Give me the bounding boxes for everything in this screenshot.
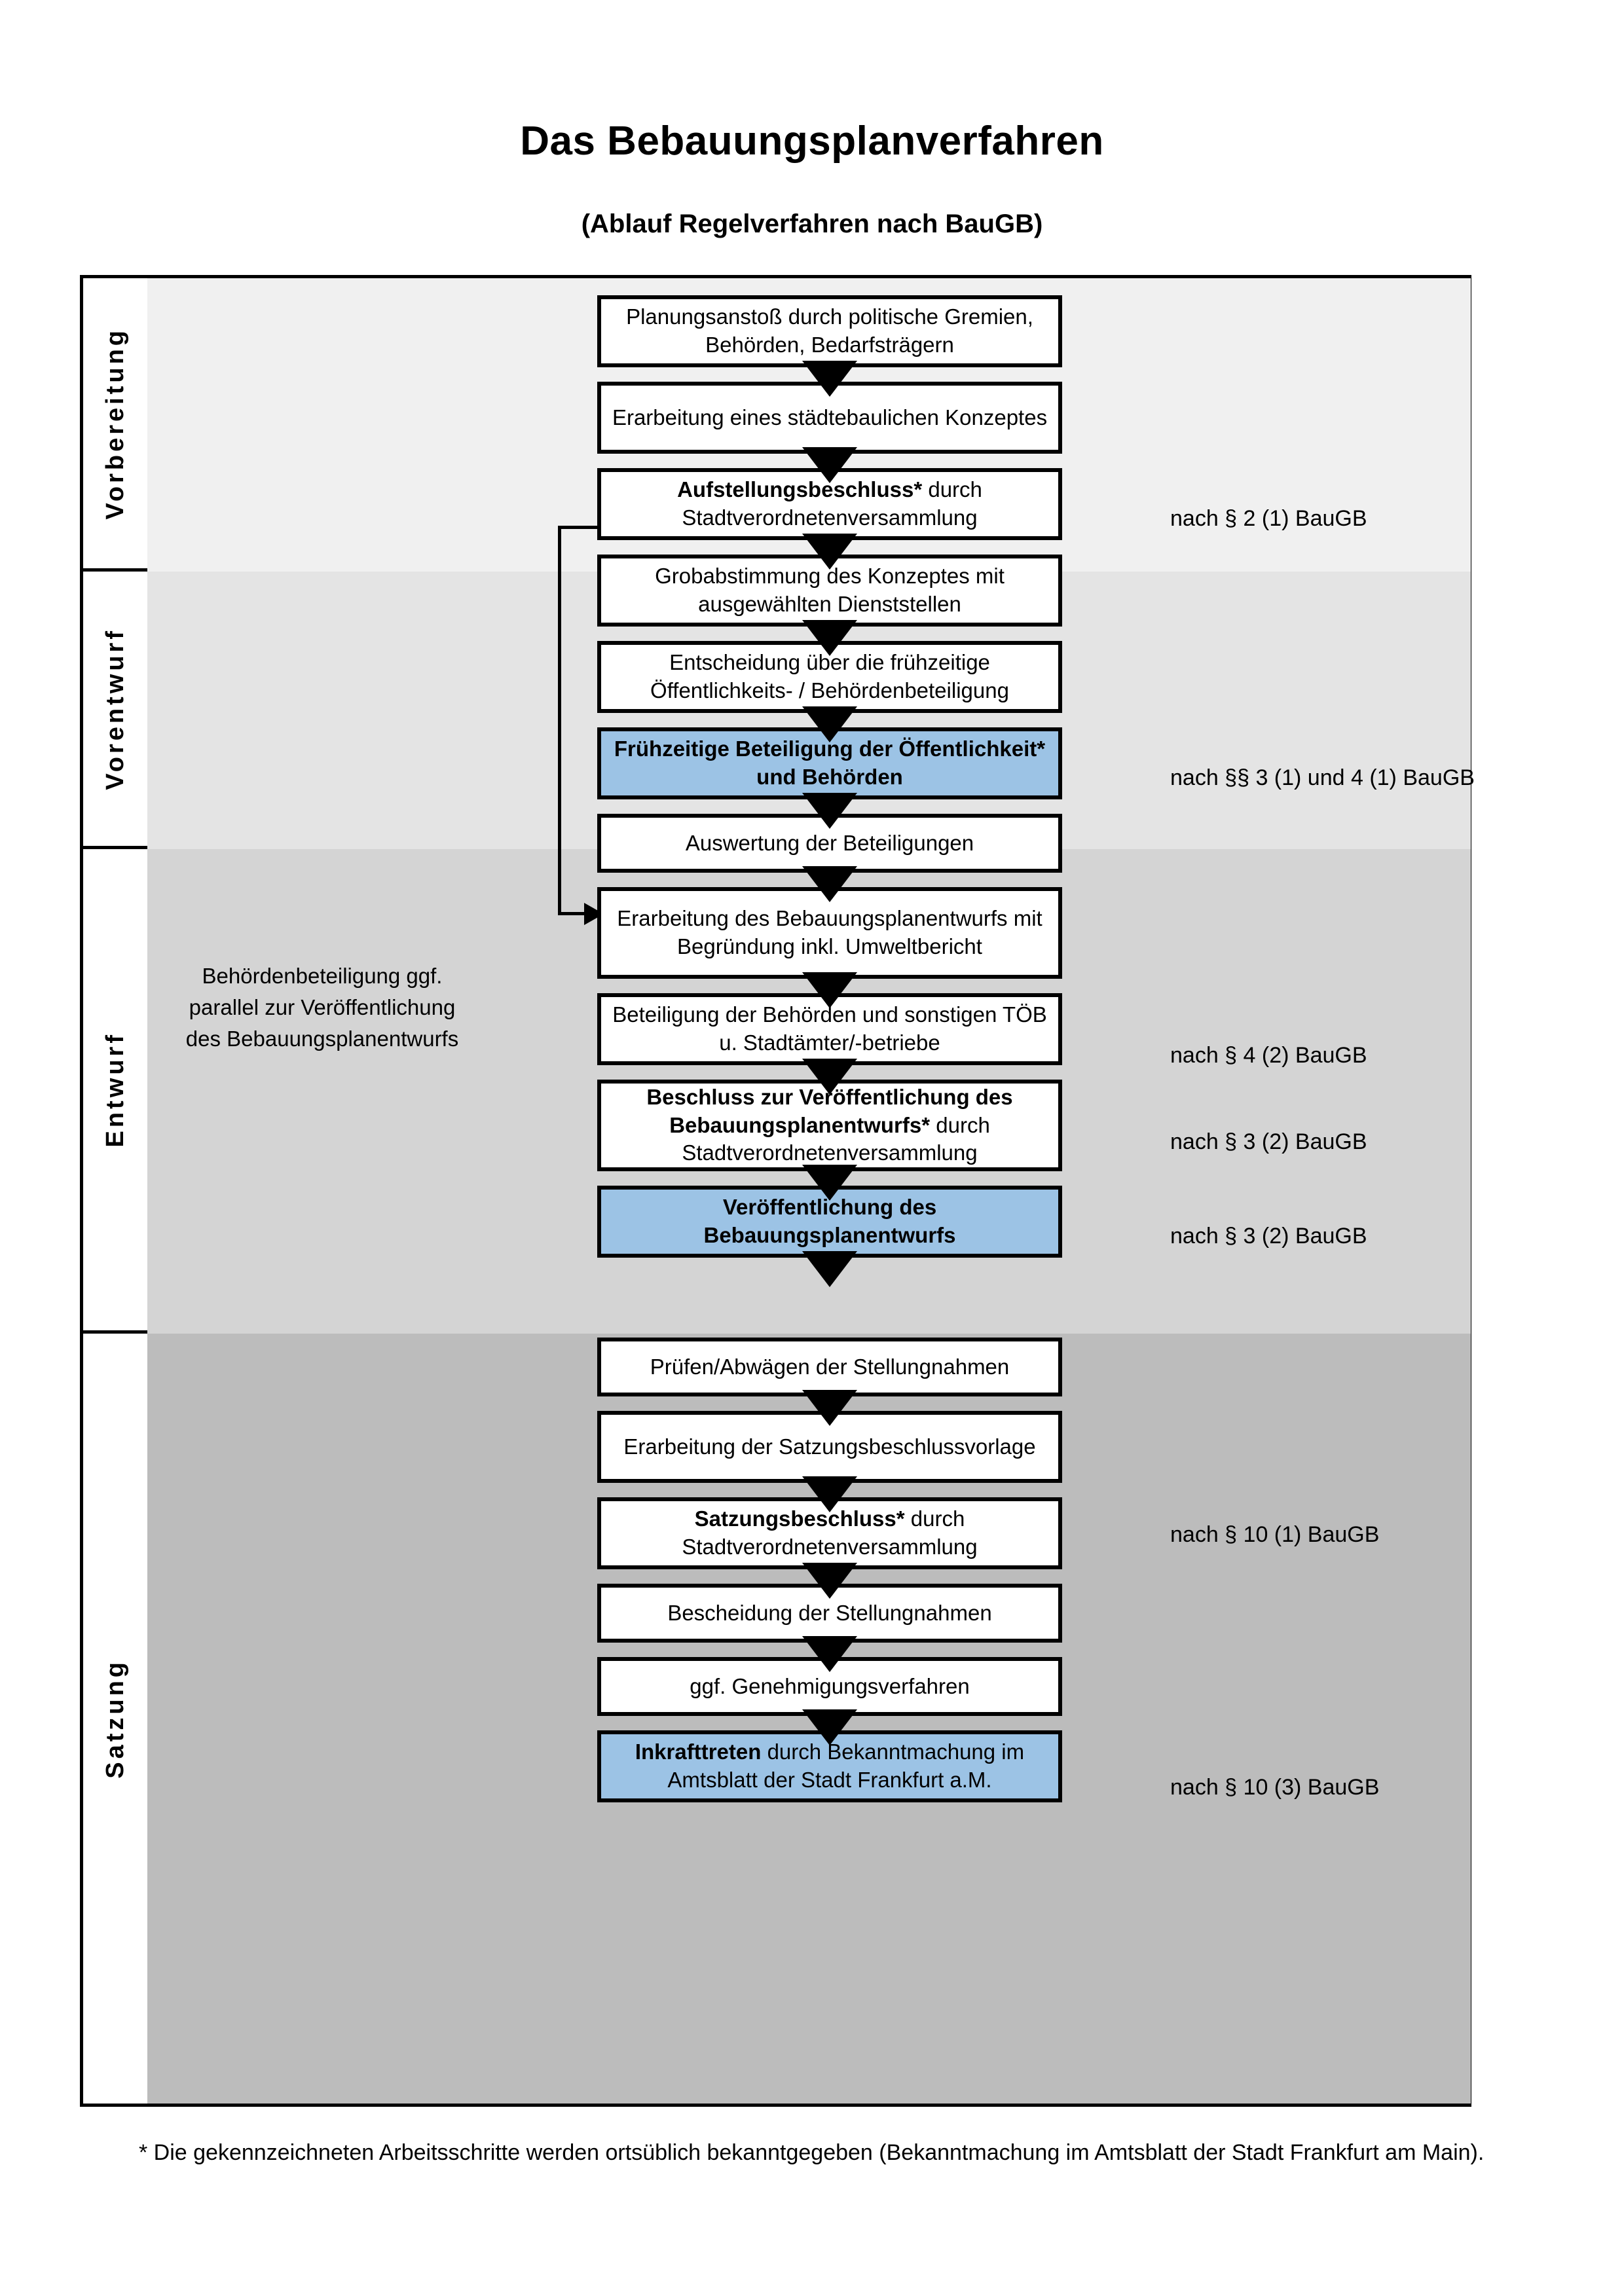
legal-ref-3-1-4-1: nach §§ 3 (1) und 4 (1) BauGB	[1170, 765, 1475, 790]
flow-arrow	[802, 1165, 857, 1201]
step-text: durch Stadtverordnetenversammlung	[682, 1506, 978, 1559]
flow-arrow	[802, 361, 857, 397]
flow-arrow	[802, 793, 857, 829]
step-text-bold: Inkrafttreten	[635, 1740, 762, 1764]
step-text: Prüfen/Abwägen der Stellungnahmen	[650, 1354, 1010, 1379]
flow-arrow	[802, 620, 857, 656]
legal-ref-10-3: nach § 10 (3) BauGB	[1170, 1775, 1380, 1800]
flow-arrow	[802, 1636, 857, 1672]
page-title: Das Bebauungsplanverfahren	[520, 118, 1104, 164]
legal-ref-3-2-b: nach § 3 (2) BauGB	[1170, 1224, 1367, 1248]
step-text: Erarbeitung eines städtebaulichen Konzep…	[612, 405, 1048, 429]
step-text-bold: Aufstellungsbeschluss*	[677, 477, 923, 502]
section-label-vorentwurf: Vorentwurf	[83, 572, 147, 849]
branch-connector-bottom	[558, 912, 585, 915]
step-text: Beteiligung der Behörden und sonstigen T…	[612, 1002, 1047, 1055]
section-label-text: Vorentwurf	[101, 627, 129, 790]
step-text: Erarbeitung der Satzungsbeschlussvorlage	[623, 1434, 1036, 1459]
legal-ref-4-2: nach § 4 (2) BauGB	[1170, 1043, 1367, 1068]
section-label-text: Satzung	[101, 1658, 129, 1779]
section-label-column: Vorbereitung Vorentwurf Entwurf Satzung	[83, 278, 147, 2104]
legal-ref-10-1: nach § 10 (1) BauGB	[1170, 1522, 1380, 1547]
flow-arrow	[802, 1563, 857, 1599]
page-subtitle: (Ablauf Regelverfahren nach BauGB)	[581, 210, 1043, 238]
section-label-text: Vorbereitung	[101, 327, 129, 520]
behoerdenbeteiligung-note: Behördenbeteiligung ggf. parallel zur Ve…	[185, 964, 459, 1051]
section-label-entwurf: Entwurf	[83, 849, 147, 1334]
step-text-bold: Veröffentlichung des Bebauungsplanentwur…	[703, 1195, 956, 1247]
branch-connector-vertical	[558, 526, 561, 915]
step-text: durch Stadtverordnetenversammlung	[682, 477, 982, 530]
flowchart-frame: Vorbereitung Vorentwurf Entwurf Satzung …	[80, 275, 1475, 2107]
step-text: ggf. Genehmigungsverfahren	[690, 1673, 970, 1698]
step-text: Grobabstimmung des Konzeptes mit ausgewä…	[655, 564, 1005, 616]
section-label-vorbereitung: Vorbereitung	[83, 278, 147, 572]
flow-arrow	[802, 534, 857, 570]
step-auswertung[interactable]: Auswertung der Beteiligungen	[597, 814, 1062, 873]
branch-connector-top	[558, 526, 597, 529]
step-text: durch Stadtverordnetenversammlung	[682, 1112, 990, 1165]
flow-arrow	[802, 1390, 857, 1426]
step-pruefen-abwaegen[interactable]: Prüfen/Abwägen der Stellungnahmen	[597, 1338, 1062, 1396]
step-text: Auswertung der Beteiligungen	[685, 830, 974, 855]
step-text-bold: Satzungsbeschluss*	[694, 1506, 905, 1531]
footnote: * Die gekennzeichneten Arbeitsschritte w…	[139, 2140, 1485, 2165]
legal-ref-2-1: nach § 2 (1) BauGB	[1170, 506, 1367, 531]
flow-arrow	[802, 1476, 857, 1512]
flow-arrow	[802, 706, 857, 742]
step-text: Erarbeitung des Bebauungsplanentwurfs mi…	[617, 906, 1043, 958]
flow-arrow	[802, 447, 857, 483]
step-text-bold: Frühzeitige Beteiligung der Öffentlichke…	[614, 737, 1046, 789]
step-text: durch Bekanntmachung im Amtsblatt der St…	[667, 1740, 1025, 1792]
step-text: Entscheidung über die frühzeitige Öffent…	[650, 650, 1009, 702]
step-text: Bescheidung der Stellungnahmen	[667, 1600, 992, 1625]
flow-arrow	[802, 1709, 857, 1745]
legal-ref-3-2-a: nach § 3 (2) BauGB	[1170, 1129, 1367, 1154]
flow-arrow	[802, 972, 857, 1008]
section-label-text: Entwurf	[101, 1032, 129, 1148]
flow-arrow	[802, 1251, 857, 1287]
step-text: Planungsanstoß durch politische Gremien,…	[626, 304, 1033, 357]
section-label-satzung: Satzung	[83, 1334, 147, 2104]
step-planungsanstoss[interactable]: Planungsanstoß durch politische Gremien,…	[597, 295, 1062, 367]
flow-arrow	[802, 1059, 857, 1095]
flow-arrow	[802, 866, 857, 902]
